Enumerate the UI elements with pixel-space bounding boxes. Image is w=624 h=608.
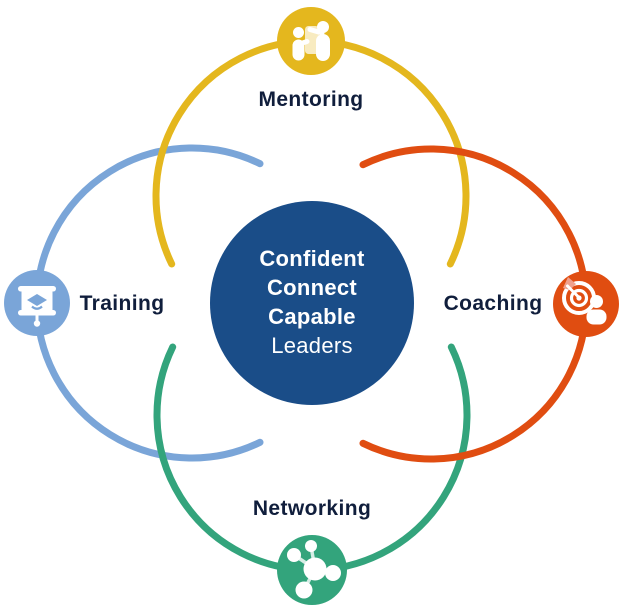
screen-stand-stem [35, 315, 39, 321]
dart-shaft [566, 284, 581, 299]
center-text-block: Confident Connect Capable Leaders [259, 244, 364, 360]
left-person-head [293, 27, 304, 38]
people-meeting-icon [292, 21, 330, 61]
right-person-arm [307, 27, 325, 36]
network-node-top [305, 540, 317, 552]
networking-label: Networking [252, 497, 372, 520]
screen-bottom-bar [18, 310, 56, 316]
center-line-connect: Connect [266, 275, 358, 300]
center-line-leaders: Leaders [271, 333, 353, 358]
training-label: Training [79, 292, 165, 315]
center-line-capable: Capable [268, 304, 356, 329]
target-middle-ring [569, 288, 589, 308]
presentation-screen-icon [18, 286, 56, 327]
screen-stand-foot [33, 320, 41, 327]
screen-top-bar [18, 286, 56, 292]
graduation-cap-ribbon [31, 305, 43, 310]
network-node-right [325, 565, 341, 581]
network-node-downleft [295, 581, 313, 599]
coaching-label: Coaching [443, 292, 543, 315]
coaching-badge [553, 271, 619, 337]
network-hub-node [303, 557, 327, 581]
coach-person-body [586, 309, 607, 325]
graduation-cap-diamond [27, 294, 47, 306]
network-nodes-icon [287, 540, 341, 599]
center-circle [210, 201, 414, 405]
target-with-person-icon [562, 277, 607, 325]
left-person-body [292, 39, 305, 61]
coach-person-head [590, 295, 603, 308]
right-person-body [316, 34, 330, 61]
center-line-confident: Confident [259, 246, 365, 271]
mentoring-label: Mentoring [258, 88, 364, 111]
network-node-upleft [287, 548, 301, 562]
